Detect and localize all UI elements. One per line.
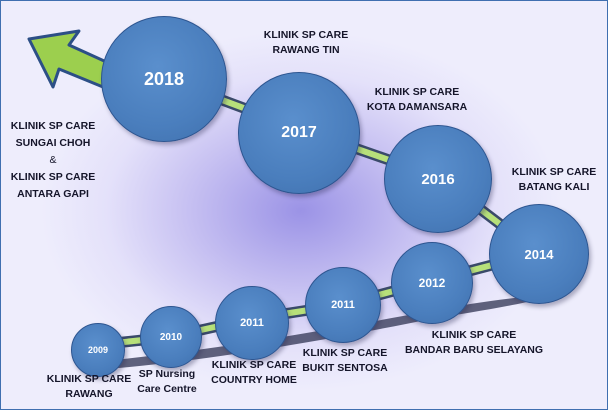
year-circle-2011-a: 2011	[215, 286, 289, 360]
clinic-label-2011-b: KLINIK SP CARE BUKIT SENTOSA	[302, 347, 388, 374]
year-label: 2012	[418, 276, 446, 290]
clinic-label-2018: KLINIK SP CARE SUNGAI CHOH & KLINIK SP C…	[10, 120, 96, 200]
year-circle-2014: 2014	[489, 204, 589, 304]
year-circle-2012: 2012	[391, 242, 473, 324]
year-label: 2009	[87, 345, 109, 355]
year-circle-2011-b: 2011	[305, 267, 381, 343]
year-label: 2010	[159, 331, 183, 343]
year-label: 2014	[524, 246, 554, 262]
clinic-label-2017: KLINIK SP CARE RAWANG TIN	[263, 29, 349, 56]
year-label: 2016	[421, 170, 455, 188]
clinic-label-2009: KLINIK SP CARE RAWANG	[46, 373, 132, 400]
year-circle-2017: 2017	[238, 72, 360, 194]
year-circle-2018: 2018	[101, 16, 227, 142]
year-label: 2017	[281, 124, 317, 141]
clinic-label-2010: SP Nursing Care Centre	[137, 368, 197, 395]
clinic-label-2014: KLINIK SP CARE BATANG KALI	[511, 166, 597, 193]
clinic-label-2016: KLINIK SP CARE KOTA DAMANSARA	[366, 86, 468, 113]
year-circle-2016: 2016	[384, 125, 492, 233]
clinic-label-2011-a: KLINIK SP CARE COUNTRY HOME	[211, 359, 297, 386]
year-label: 2011	[331, 299, 355, 311]
year-label: 2018	[143, 68, 185, 89]
year-circle-2010: 2010	[140, 306, 202, 368]
year-label: 2011	[240, 317, 264, 329]
year-circle-2009: 2009	[71, 323, 125, 377]
clinic-label-2012: KLINIK SP CARE BANDAR BARU SELAYANG	[404, 329, 544, 356]
